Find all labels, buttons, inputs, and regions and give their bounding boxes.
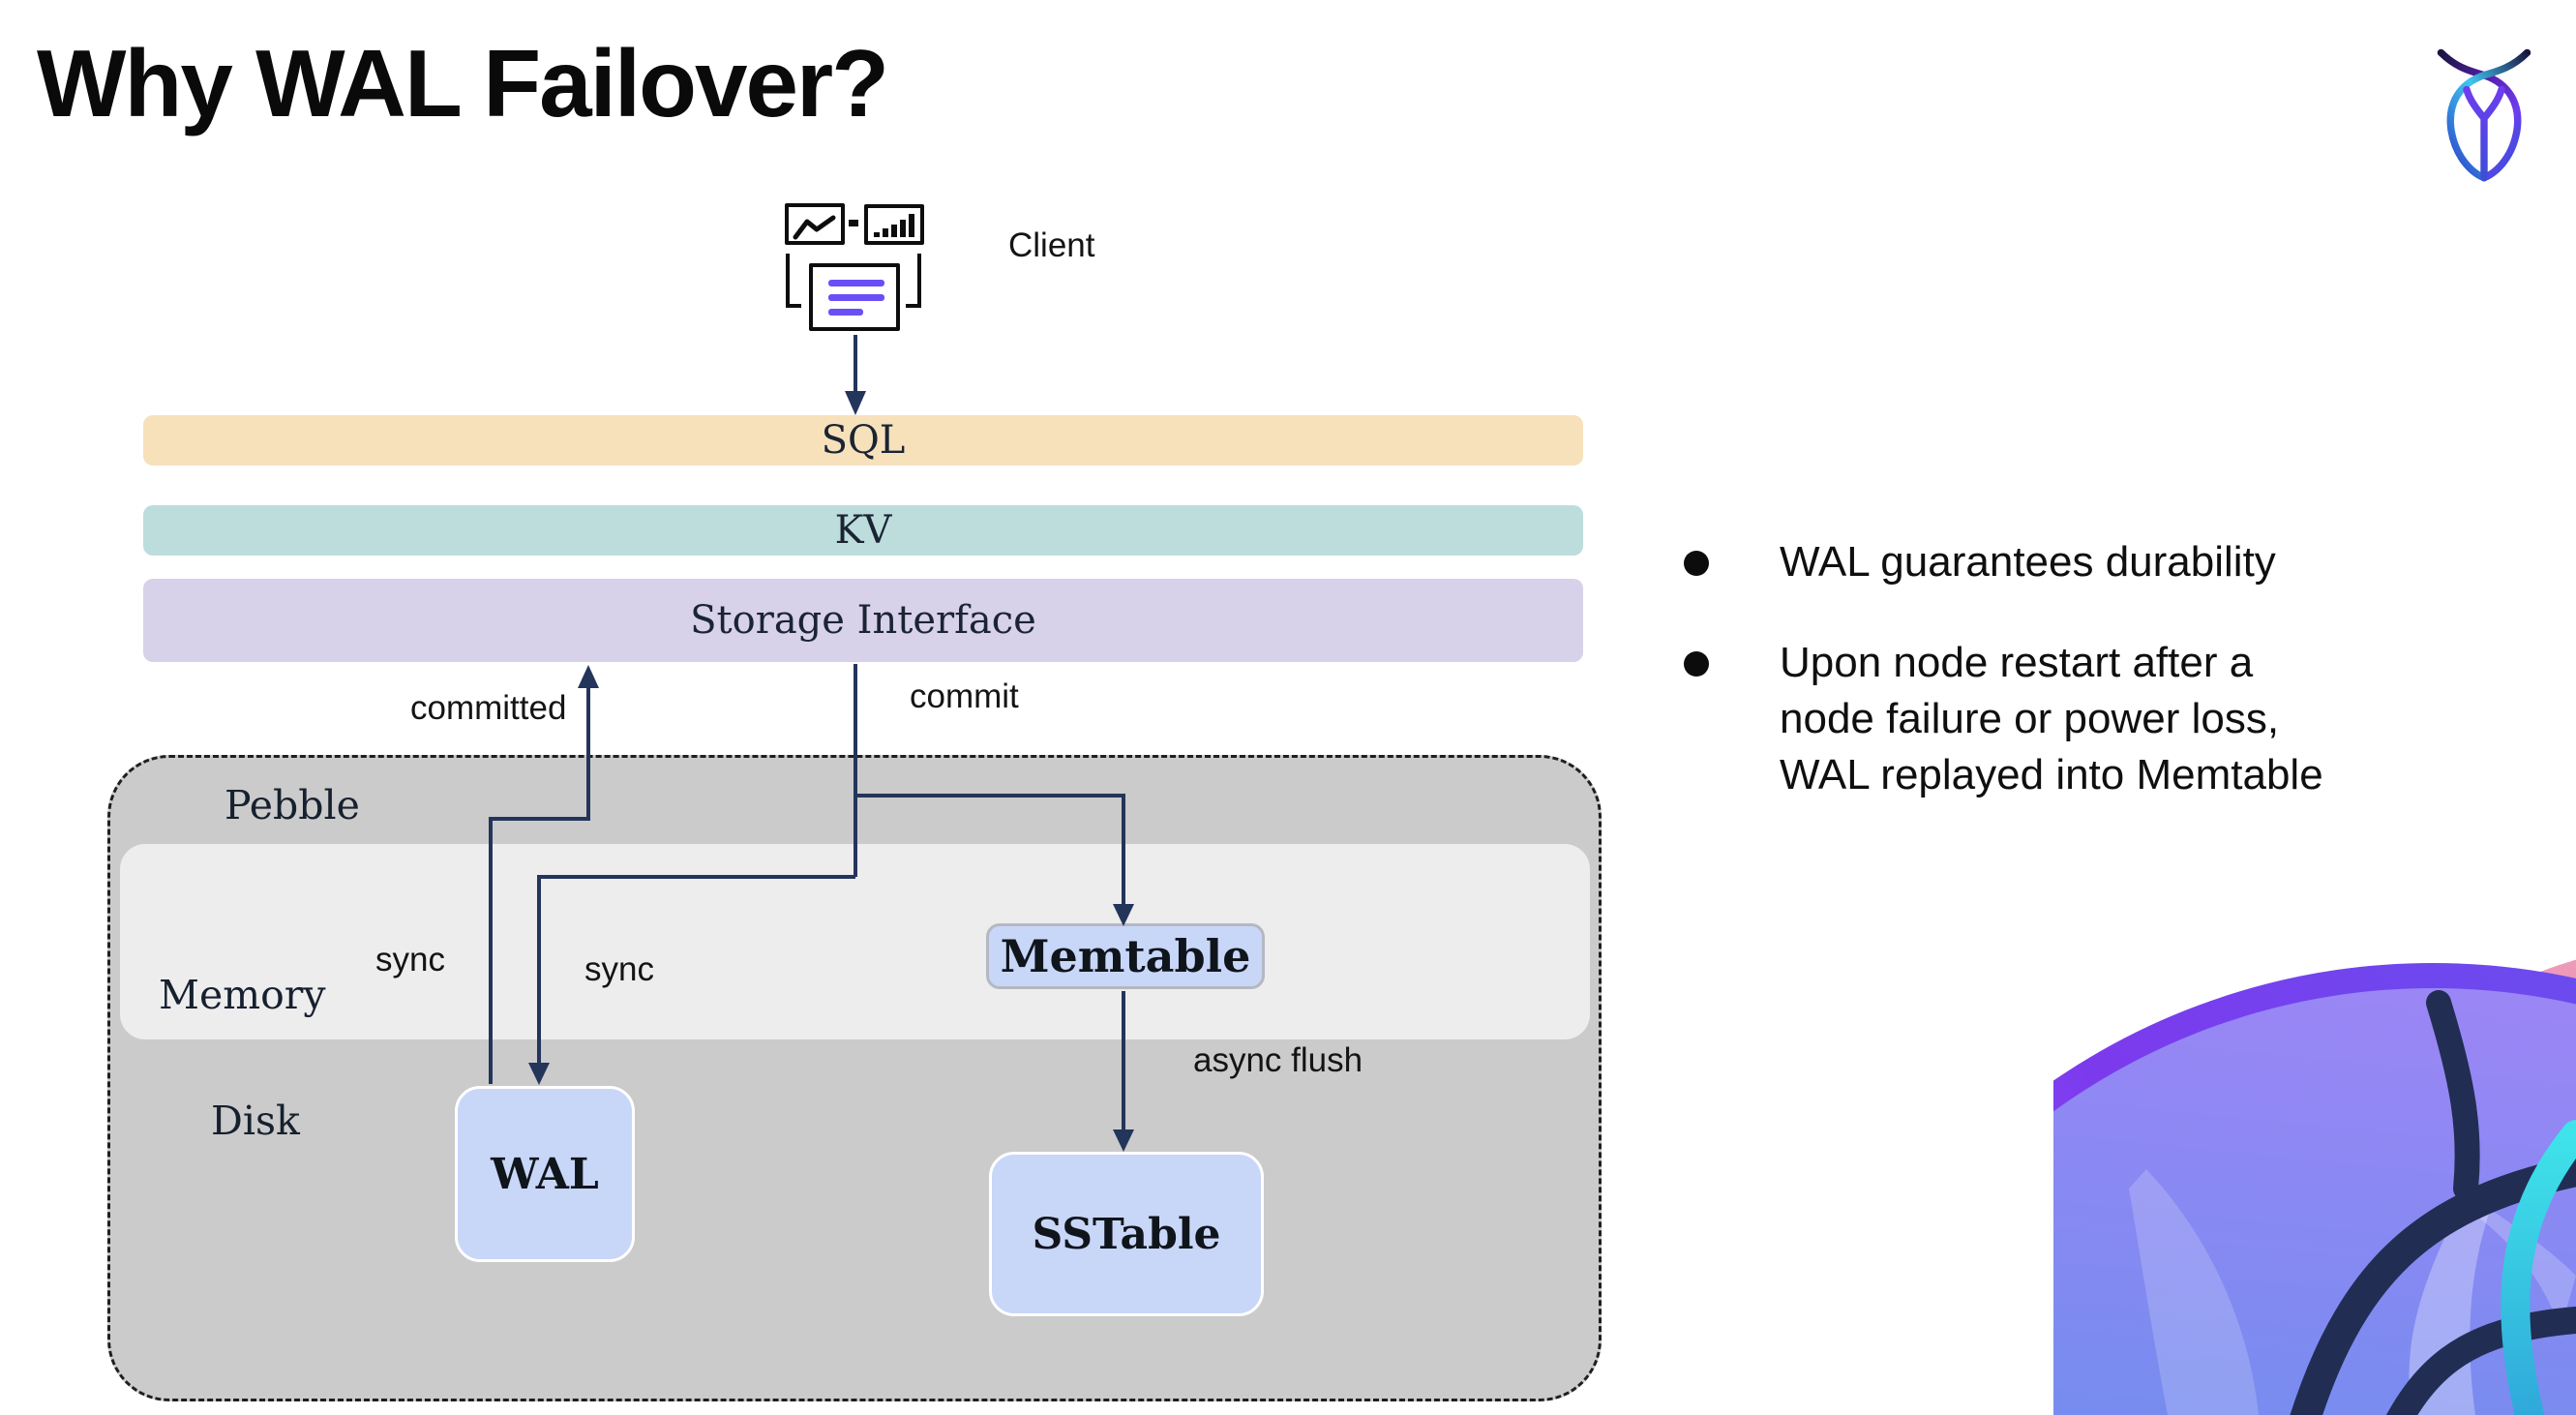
line-chart-icon: [785, 203, 845, 245]
edge-label-sync-right: sync: [584, 950, 654, 988]
page-title: Why WAL Failover?: [37, 30, 889, 136]
edge-label-committed: committed: [410, 689, 567, 727]
arrowhead-down-icon: [845, 391, 866, 415]
document-icon: [809, 263, 900, 331]
brand-sphere-art: [2053, 916, 2576, 1415]
bracket-right-icon: [906, 254, 921, 308]
arrowhead-up-icon: [578, 665, 599, 688]
client-label: Client: [1008, 226, 1095, 264]
memtable-box: Memtable: [986, 923, 1265, 989]
sstable-box: SSTable: [989, 1152, 1264, 1316]
disk-label: Disk: [211, 1098, 300, 1144]
edge-label-commit: commit: [910, 677, 1019, 715]
bullet-text: WAL guarantees durability: [1780, 538, 2276, 586]
edge-label-async-flush: async flush: [1193, 1041, 1363, 1079]
blue-sphere: [2053, 976, 2576, 1415]
memory-label: Memory: [159, 972, 326, 1018]
cockroachdb-logo-icon: [2437, 48, 2531, 182]
layer-kv: KV: [143, 505, 1583, 556]
leaf-highlight: [2129, 1169, 2259, 1415]
teal-vein: [2501, 1120, 2576, 1415]
document-line: [828, 309, 863, 316]
list-item: WAL guarantees durability: [1684, 534, 2555, 590]
document-line: [828, 280, 884, 286]
document-line: [828, 294, 884, 301]
layer-sql: SQL: [143, 415, 1583, 466]
dash-connector-icon: [849, 220, 858, 226]
navy-vein: [2290, 1156, 2576, 1415]
bracket-left-icon: [786, 254, 801, 308]
bullet-list: WAL guarantees durability Upon node rest…: [1684, 534, 2555, 848]
list-item: Upon node restart after a node failure o…: [1684, 635, 2555, 803]
navy-vein: [2426, 990, 2480, 1201]
bullet-text: Upon node restart after a node failure o…: [1780, 639, 2323, 798]
bullet-dot: [1684, 651, 1709, 677]
layer-storage-interface: Storage Interface: [143, 579, 1583, 662]
memory-band: [120, 844, 1590, 1039]
edge-label-sync-left: sync: [375, 941, 445, 978]
wal-box: WAL: [455, 1086, 635, 1262]
pebble-label: Pebble: [225, 782, 360, 828]
sphere-rim: [2053, 963, 2576, 1112]
leaf-highlight: [2464, 1202, 2576, 1330]
navy-vein: [2385, 1307, 2576, 1415]
bar-chart-icon: [864, 204, 924, 245]
bullet-dot: [1684, 551, 1709, 576]
